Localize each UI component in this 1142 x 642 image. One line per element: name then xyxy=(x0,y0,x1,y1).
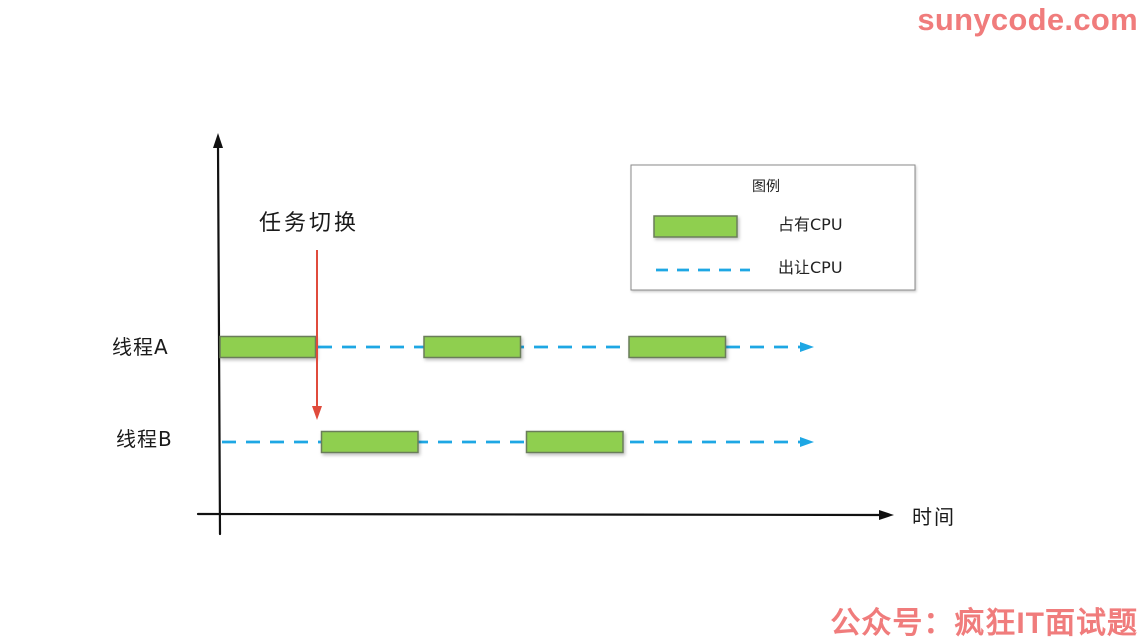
thread-a-cpu-segments xyxy=(219,335,727,359)
y-axis-arrowhead xyxy=(213,133,223,148)
task-switch-arrowhead xyxy=(312,406,322,420)
thread-row-b: 线程B xyxy=(116,427,814,454)
cpu-segment-a-3 xyxy=(628,335,727,359)
x-axis-label: 时间 xyxy=(912,505,956,529)
legend-cpu-swatch xyxy=(653,215,738,238)
axes: 时间 xyxy=(196,133,956,536)
watermark-site: sunycode.com xyxy=(917,2,1138,37)
thread-b-label: 线程B xyxy=(116,427,173,451)
thread-a-line-arrowhead xyxy=(800,342,814,352)
thread-a-label: 线程A xyxy=(112,335,169,359)
task-switch-label: 任务切换 xyxy=(259,211,359,236)
cpu-segment-b-2 xyxy=(525,430,624,454)
y-axis xyxy=(216,143,222,536)
cpu-segment-b-1 xyxy=(320,430,419,454)
legend-title: 图例 xyxy=(752,179,780,195)
cpu-segment-a-2 xyxy=(423,335,522,359)
thread-row-a: 线程A xyxy=(112,335,814,359)
task-switch-annotation: 任务切换 xyxy=(259,211,359,420)
legend-yield-label: 出让CPU xyxy=(778,258,843,277)
cpu-segment-a-1 xyxy=(219,335,317,359)
x-axis xyxy=(196,512,884,517)
thread-b-line-arrowhead xyxy=(800,437,814,447)
legend-cpu-label: 占有CPU xyxy=(778,215,843,234)
watermark-account: 公众号：疯狂IT面试题 xyxy=(830,607,1138,640)
x-axis-arrowhead xyxy=(879,510,894,520)
thread-b-cpu-segments xyxy=(320,430,624,454)
legend: 图例 占有CPU 出让CPU xyxy=(630,164,916,291)
